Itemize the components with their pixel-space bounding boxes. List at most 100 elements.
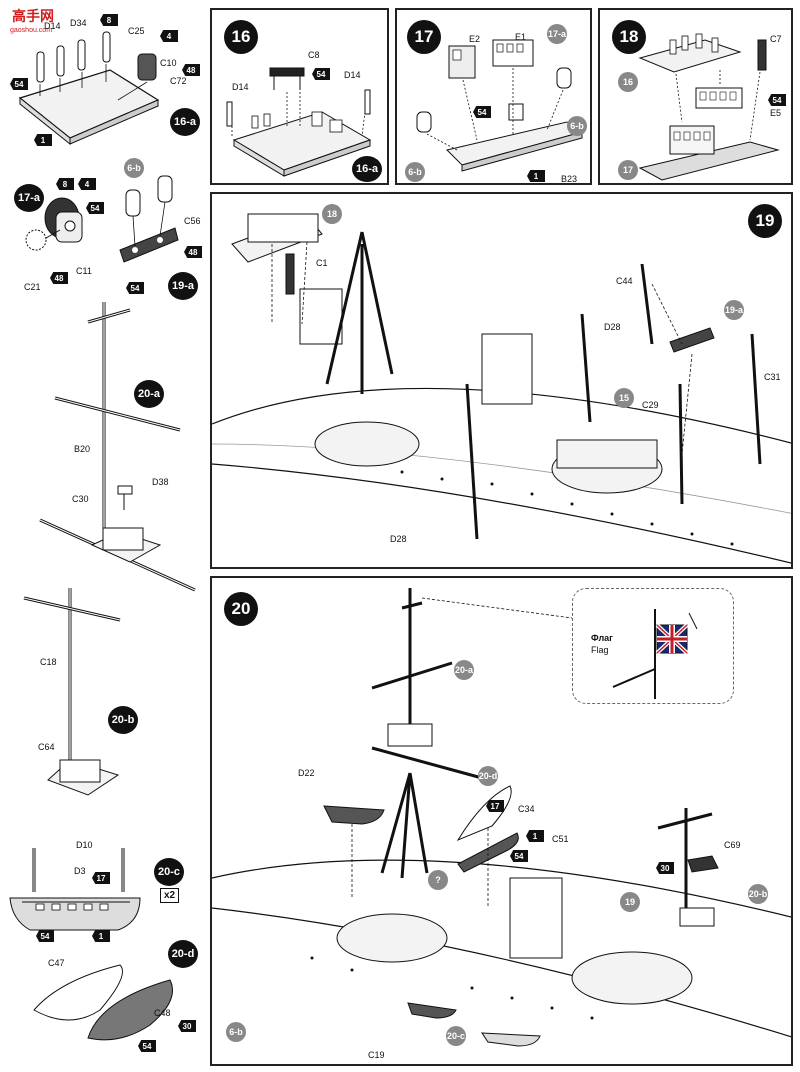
subassembly-tag-16a: 16-a	[170, 108, 200, 136]
paint-tag-1: 1	[92, 930, 110, 942]
paint-tag-54: 54	[86, 202, 104, 214]
subassembly-tag-20a: 20-a	[134, 380, 164, 408]
part-label-c31: C31	[764, 372, 781, 382]
subref-16: 16	[618, 72, 638, 92]
paint-tag-54: 54	[768, 94, 786, 106]
part-label-c30: C30	[72, 494, 89, 504]
part-label-c18: C18	[40, 657, 57, 667]
paint-tag-30: 30	[178, 1020, 196, 1032]
step-number: 18	[612, 20, 646, 54]
paint-tag-30: 30	[656, 862, 674, 874]
part-label-d3: D3	[74, 866, 86, 876]
subref-19: 19	[620, 892, 640, 912]
part-label-c47: C47	[48, 958, 65, 968]
subassembly-tag-20d: 20-d	[168, 940, 198, 968]
paint-tag-54: 54	[510, 850, 528, 862]
part-label-c51: C51	[552, 834, 569, 844]
subref-6b: 6-b	[405, 162, 425, 182]
part-label-c10: C10	[160, 58, 177, 68]
step-19-panel: 19 18 19-a 15 C1 D28 D28 C44 C29 C31	[210, 192, 793, 569]
watermark-logo: 高手网 gaoshou.com	[4, 2, 84, 36]
part-label-c8: C8	[308, 50, 320, 60]
subref-6b: 6-b	[226, 1022, 246, 1042]
paint-tag-54: 54	[138, 1040, 156, 1052]
subref-20c: 20-c	[446, 1026, 466, 1046]
question-mark: ?	[428, 870, 448, 890]
subref-19a: 19-a	[724, 300, 744, 320]
paint-tag-1: 1	[527, 170, 545, 182]
subassembly-tag-20b: 20-b	[108, 706, 138, 734]
paint-tag-48: 48	[184, 246, 202, 258]
subref-20b: 20-b	[748, 884, 768, 904]
part-label-d28: D28	[604, 322, 621, 332]
part-label-c69: C69	[724, 840, 741, 850]
part-label-d10: D10	[76, 840, 93, 850]
paint-tag-4: 4	[160, 30, 178, 42]
paint-tag-48: 48	[182, 64, 200, 76]
step-number: 20	[224, 592, 258, 626]
part-label-b20: B20	[74, 444, 91, 454]
paint-tag-17: 17	[92, 872, 110, 884]
part-label-c1: C1	[316, 258, 328, 268]
subassembly-tag-20c: 20-c	[154, 858, 184, 886]
part-label-c29: C29	[642, 400, 659, 410]
part-label-d14: D14	[232, 82, 249, 92]
paint-tag-48: 48	[50, 272, 68, 284]
flag-label-en: Flag	[591, 645, 609, 655]
part-label-d28: D28	[390, 534, 407, 544]
part-label-d22: D22	[298, 768, 315, 778]
step-20-panel: 20 20-a 20-d 20-b 19 6-b 20-c D22 C34 C5…	[210, 576, 793, 1066]
subref-15: 15	[614, 388, 634, 408]
subref-6b: 6-b	[124, 158, 144, 178]
part-label-c48: C48	[154, 1008, 171, 1018]
part-label-c11: C11	[76, 266, 92, 276]
paint-tag-54: 54	[473, 106, 491, 118]
part-label-b23: B23	[561, 174, 578, 184]
step-16-panel: 16 C8 54 D14 D14 16-a	[210, 8, 389, 185]
subassembly-tag-19a: 19-a	[168, 272, 198, 300]
flag-label-ru: Флаг	[591, 633, 613, 643]
part-label-e1: E1	[515, 32, 527, 42]
part-label-c7: C7	[770, 34, 782, 44]
step-number: 17	[407, 20, 441, 54]
flag-inset: Флаг Flag	[572, 588, 734, 704]
step-18-panel: 18 16 17 C7 54 E5	[598, 8, 793, 185]
part-label-c56: C56	[184, 216, 201, 226]
paint-tag-1: 1	[34, 134, 52, 146]
part-label-e2: E2	[469, 34, 481, 44]
part-label-c34: C34	[518, 804, 535, 814]
subref-20a: 20-a	[454, 660, 474, 680]
subref-17a: 17-a	[547, 24, 567, 44]
part-label-c64: C64	[38, 742, 55, 752]
paint-tag-17: 17	[486, 800, 504, 812]
paint-tag-8: 8	[56, 178, 74, 190]
paint-tag-8: 8	[100, 14, 118, 26]
part-label-c21: C21	[24, 282, 41, 292]
quantity-badge: x2	[160, 888, 180, 903]
part-label-d38: D38	[152, 477, 169, 487]
paint-tag-4: 4	[78, 178, 96, 190]
part-label-e5: E5	[770, 108, 782, 118]
step-number: 19	[748, 204, 782, 238]
part-label-d14: D14	[344, 70, 361, 80]
watermark-url: gaoshou.com	[10, 27, 53, 34]
left-column-drawings	[9, 31, 196, 1041]
subref-20d: 20-d	[478, 766, 498, 786]
step-17-panel: 17 E2 E1 17-a 6-b 6-b 54 1 B23	[395, 8, 592, 185]
subref-6b: 6-b	[567, 116, 587, 136]
paint-tag-54: 54	[126, 282, 144, 294]
part-label-c72: C72	[170, 76, 187, 86]
paint-tag-54: 54	[10, 78, 28, 90]
subref-16a: 16-a	[352, 156, 382, 182]
subassembly-tag-17a: 17-a	[14, 184, 44, 212]
paint-tag-1: 1	[526, 830, 544, 842]
paint-tag-54: 54	[312, 68, 330, 80]
part-label-c19: C19	[368, 1050, 385, 1060]
part-label-c44: C44	[616, 276, 633, 286]
watermark-title: 高手网	[12, 8, 54, 24]
paint-tag-54: 54	[36, 930, 54, 942]
subref-18: 18	[322, 204, 342, 224]
part-label-d14: D14	[44, 21, 61, 31]
part-label-c25: C25	[128, 26, 145, 36]
step-number: 16	[224, 20, 258, 54]
